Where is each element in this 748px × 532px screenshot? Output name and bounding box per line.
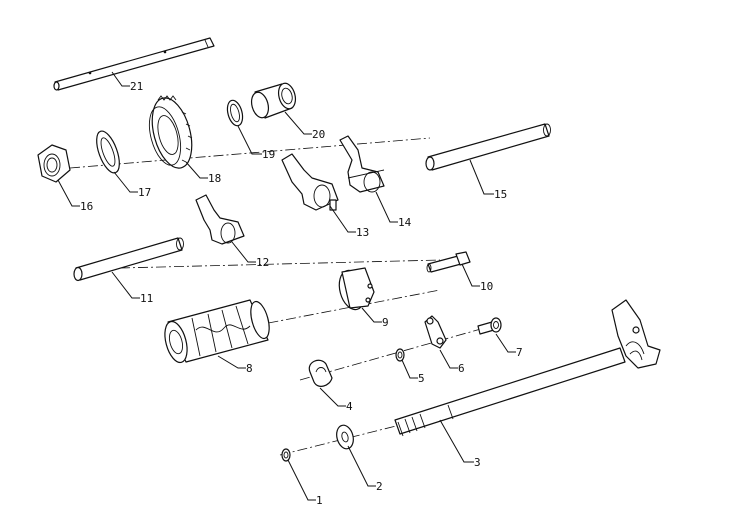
callout-21: 21	[130, 80, 143, 93]
part-12-shift-fork	[195, 194, 245, 245]
callout-4: 4	[346, 400, 353, 413]
callout-18: 18	[208, 172, 221, 185]
part-21-shaft	[53, 37, 215, 91]
callout-labels: 21 16 17 18 19 20 15 14 13 12 11 10 9 8 …	[80, 80, 523, 507]
callout-8: 8	[246, 362, 253, 375]
part-1-ring	[281, 448, 291, 462]
part-10-pin	[426, 251, 471, 273]
part-18-gear	[148, 95, 193, 169]
callout-13: 13	[356, 226, 369, 239]
callout-16: 16	[80, 200, 93, 213]
callout-leaders	[57, 71, 516, 501]
callout-15: 15	[494, 188, 507, 201]
part-19-snap-ring	[226, 99, 244, 127]
callout-7: 7	[516, 346, 523, 359]
callout-1: 1	[316, 494, 323, 507]
part-8-shift-drum	[164, 299, 270, 364]
callout-12: 12	[256, 256, 269, 269]
callout-6: 6	[458, 362, 465, 375]
callout-10: 10	[480, 280, 493, 293]
part-7-bolt	[477, 317, 502, 335]
callout-5: 5	[418, 372, 425, 385]
callout-3: 3	[474, 456, 481, 469]
part-2-washer	[336, 424, 354, 450]
part-15-fork-shaft	[425, 123, 551, 171]
callout-20: 20	[312, 128, 325, 141]
callout-9: 9	[382, 316, 389, 329]
part-3-shift-shaft	[394, 299, 661, 437]
part-14-shift-fork	[339, 135, 385, 193]
part-13-shift-fork	[281, 153, 339, 211]
part-4-spring-clip	[308, 359, 333, 387]
callout-14: 14	[398, 216, 412, 229]
part-17-washer	[96, 130, 120, 174]
callout-19: 19	[262, 148, 275, 161]
callout-11: 11	[140, 292, 153, 305]
part-6-lever	[424, 315, 447, 349]
part-9-drum-segment	[338, 267, 375, 311]
part-20-bearing	[250, 82, 297, 119]
assembly-axis-lines	[69, 137, 496, 456]
callout-17: 17	[138, 186, 151, 199]
part-5-small-washer	[395, 348, 405, 362]
callout-2: 2	[376, 480, 383, 493]
part-11-fork-shaft	[73, 237, 184, 282]
part-16-nut	[37, 144, 71, 183]
